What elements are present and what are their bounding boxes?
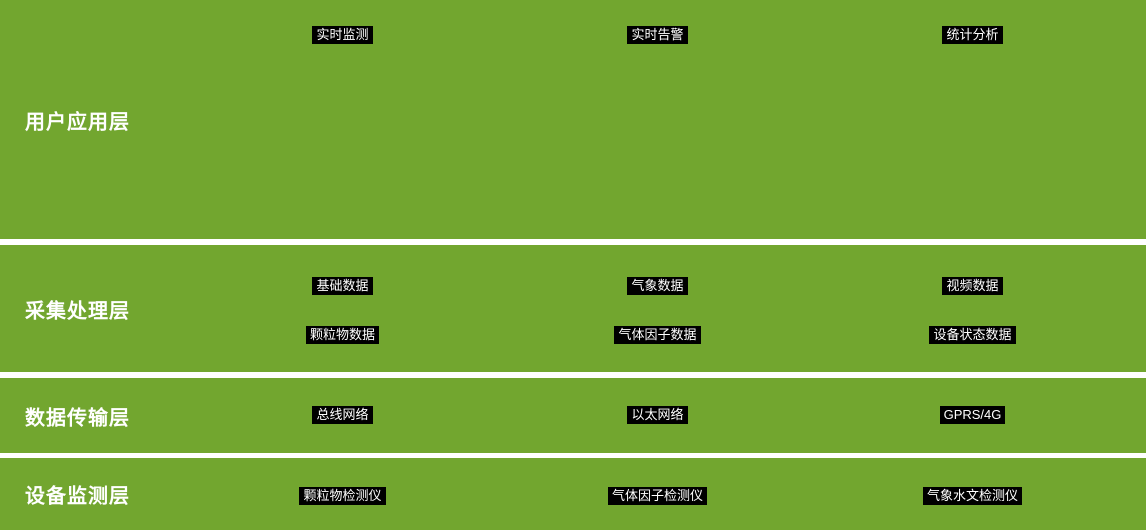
chip-particulate-data: 颗粒物数据: [305, 326, 379, 344]
chip-video-data: 视频数据: [942, 277, 1003, 295]
chip-device-status-data: 设备状态数据: [929, 326, 1016, 344]
chip-particulate-detector: 颗粒物检测仪: [299, 487, 386, 505]
chip-row: 实时监测 实时告警 统计分析: [185, 26, 1130, 44]
chip-cell: 基础数据: [185, 277, 500, 295]
layer-label: 数据传输层: [25, 407, 130, 429]
chip-row: 颗粒物检测仪 气体因子检测仪 气象水文检测仪: [185, 487, 1130, 505]
chip-cell: GPRS/4G: [815, 406, 1130, 424]
chip-gas-factor-detector: 气体因子检测仪: [607, 487, 707, 505]
chip-gas-factor-data: 气体因子数据: [614, 326, 701, 344]
chip-gprs: GPRS/4G: [939, 406, 1006, 424]
chip-ethernet: 以太网络: [627, 406, 688, 424]
layer-band-data-transmission: 数据传输层 总线网络 以太网络 GPRS/4G: [0, 378, 1146, 453]
chip-row: 颗粒物数据 气体因子数据 设备状态数据: [185, 326, 1130, 344]
chip-cell: 气体因子检测仪: [500, 487, 815, 505]
chip-cell: 实时告警: [500, 26, 815, 44]
chip-cell: 以太网络: [500, 406, 815, 424]
layer-band-collection-processing: 采集处理层 基础数据 气象数据 视频数据 颗粒物数据 气体因子数据 设备状态数据: [0, 245, 1146, 372]
chip-statistical-analysis: 统计分析: [942, 26, 1003, 44]
chip-realtime-monitoring: 实时监测: [312, 26, 373, 44]
chip-cell: 气体因子数据: [500, 326, 815, 344]
chip-cell: 气象数据: [500, 277, 815, 295]
chip-cell: 实时监测: [185, 26, 500, 44]
chip-cell: 视频数据: [815, 277, 1130, 295]
layer-band-device-monitoring: 设备监测层 颗粒物检测仪 气体因子检测仪 气象水文检测仪: [0, 458, 1146, 530]
chip-cell: 气象水文检测仪: [815, 487, 1130, 505]
chip-row: 基础数据 气象数据 视频数据: [185, 277, 1130, 295]
layer-label: 设备监测层: [25, 485, 130, 508]
chip-bus-network: 总线网络: [312, 406, 373, 424]
chip-cell: 颗粒物检测仪: [185, 487, 500, 505]
layer-label: 用户应用层: [25, 111, 130, 133]
chip-realtime-alert: 实时告警: [627, 26, 688, 44]
chip-basic-data: 基础数据: [312, 277, 373, 295]
chip-cell: 统计分析: [815, 26, 1130, 44]
chip-cell: 总线网络: [185, 406, 500, 424]
chip-weather-hydrology-detector: 气象水文检测仪: [922, 487, 1022, 505]
chip-weather-data: 气象数据: [627, 277, 688, 295]
layer-label: 采集处理层: [25, 300, 130, 322]
chip-row: 总线网络 以太网络 GPRS/4G: [185, 406, 1130, 424]
chip-cell: 设备状态数据: [815, 326, 1130, 344]
chip-cell: 颗粒物数据: [185, 326, 500, 344]
layer-band-user-application: 用户应用层 实时监测 实时告警 统计分析: [0, 0, 1146, 239]
